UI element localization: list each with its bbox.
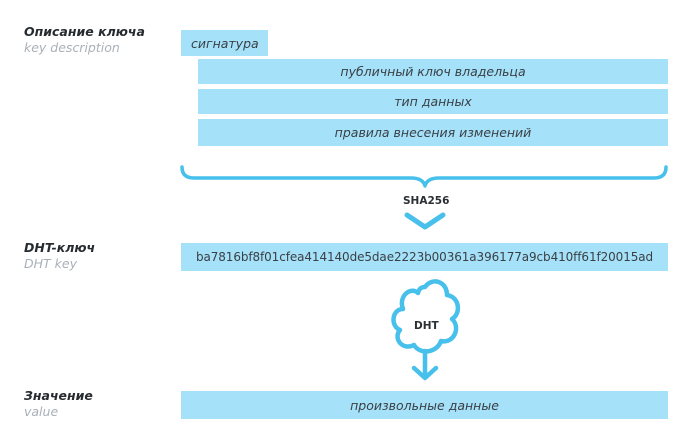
- dht-key-sublabel: DHT key: [24, 256, 77, 271]
- key-description-label: Описание ключа: [24, 24, 145, 39]
- arbitrary-data-box: произвольные данные: [181, 391, 668, 419]
- change-rules-box: правила внесения изменений: [198, 119, 668, 146]
- public-key-text: публичный ключ владельца: [340, 64, 526, 79]
- chevron-down-icon: [404, 212, 446, 230]
- value-label: Значение: [24, 388, 93, 403]
- arbitrary-data-text: произвольные данные: [350, 397, 499, 413]
- curly-brace-icon: [180, 165, 668, 188]
- hash-function-label: SHA256: [403, 195, 450, 207]
- signature-box: сигнатура: [181, 30, 268, 56]
- public-key-box: публичный ключ владельца: [198, 59, 668, 84]
- data-type-text: тип данных: [394, 94, 472, 109]
- hash-value-box: ba7816bf8f01cfea414140de5dae2223b00361a3…: [181, 243, 668, 271]
- key-description-sublabel: key description: [24, 40, 120, 55]
- dht-key-label: DHT-ключ: [24, 240, 96, 255]
- arrow-down-icon: [411, 365, 439, 381]
- dht-label: DHT: [414, 320, 439, 332]
- cloud-icon: [391, 279, 461, 354]
- value-sublabel: value: [24, 404, 59, 419]
- data-type-box: тип данных: [198, 89, 668, 114]
- change-rules-text: правила внесения изменений: [334, 125, 532, 140]
- hash-value-text: ba7816bf8f01cfea414140de5dae2223b00361a3…: [195, 250, 654, 264]
- signature-text: сигнатура: [191, 35, 259, 51]
